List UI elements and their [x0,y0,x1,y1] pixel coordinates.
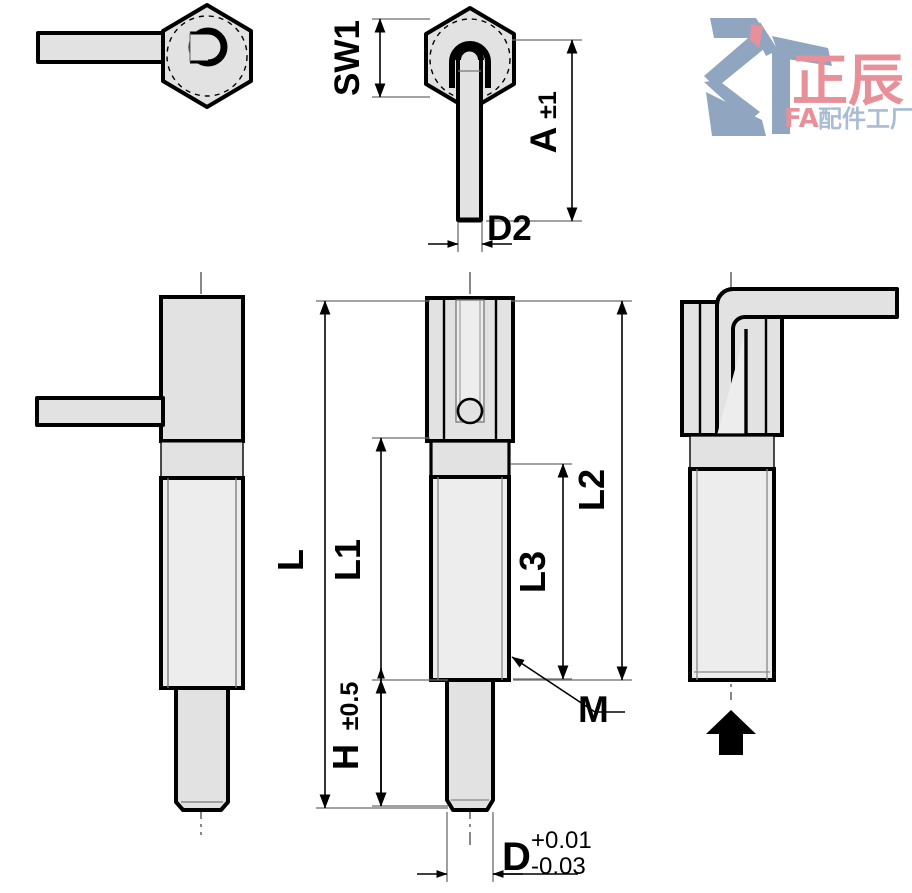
lever-arm-bottom-left [35,396,165,427]
dimension-d2-label: D2 [487,209,532,248]
dimension-a-label: A [523,127,564,154]
dimension-a-tolerance: ±1 [534,91,562,119]
lever-ubend-top-center [455,45,484,61]
shoulder-collar-center [430,440,510,478]
dimension-sw1-label: SW1 [328,20,367,96]
dimension-h-tolerance: ±0.5 [336,682,364,731]
lever-overlap-top-left [190,33,208,62]
bent-lever-inner-arc [715,287,734,435]
view-bottom-left-front [35,272,245,835]
logo-mark-seg-6 [706,92,766,136]
dimension-m-group: M [511,656,625,730]
dimension-h-label: H [325,744,366,770]
dimension-l1-label: L1 [327,539,368,581]
view-top-center-hex-lever-down [424,6,516,223]
view-bottom-right-side [680,272,899,755]
dimension-l2-group: L2 [511,300,632,681]
lever-shaft-top-center [456,48,483,222]
logo-subtitle-latin: FA [784,104,819,134]
dimension-l1-group: L1 [327,437,448,807]
m-leader-line [511,656,596,713]
shoulder-collar-left [160,440,244,479]
hex-inscribed-circle-top-left [166,15,248,97]
view-direction-arrow [706,710,756,755]
pin-bottom-left [174,686,230,812]
lever-pivot-outer-top-center [449,41,491,63]
view-top-left-hex-lever [36,3,253,109]
dimension-d-label: D [502,835,531,879]
logo-title-cn: 正辰 [792,49,904,114]
dimension-sw1-group: SW1 [328,18,430,98]
dimension-d-tol-lower: -0.03 [531,853,586,880]
hex-head-body-left [159,295,245,443]
dimension-l-group: L [270,300,448,809]
dimension-m-label: M [578,689,609,730]
dimension-l3-group: L3 [511,463,572,680]
logo-mark-stem [772,48,790,134]
dimension-d-group: D +0.01 -0.03 [417,812,592,882]
threaded-shaft-left [159,476,245,690]
logo-mark-accent [750,24,763,48]
pin-bottom-center [445,678,495,812]
threaded-shaft-right [688,467,776,682]
zhengchen-fa-logo: 正辰 FA 配件工厂 [704,18,912,136]
dimension-l3-label: L3 [512,551,553,593]
logo-subtitle-cn: 配件工厂 [818,105,912,133]
threaded-shaft-center [429,475,511,682]
dimension-a-group: A ±1 [486,39,582,222]
shoulder-collar-right [689,434,775,470]
logo-mark-seg-5 [704,80,760,122]
dimension-d-tol-upper: +0.01 [531,827,592,854]
dimension-l-label: L [270,549,311,571]
dimension-d2-group: D2 [428,209,532,252]
dimension-l2-label: L2 [571,469,612,511]
dimension-h-group: H ±0.5 [325,667,448,807]
view-bottom-center-front [425,272,515,845]
lever-pin-end-circle [456,397,484,425]
